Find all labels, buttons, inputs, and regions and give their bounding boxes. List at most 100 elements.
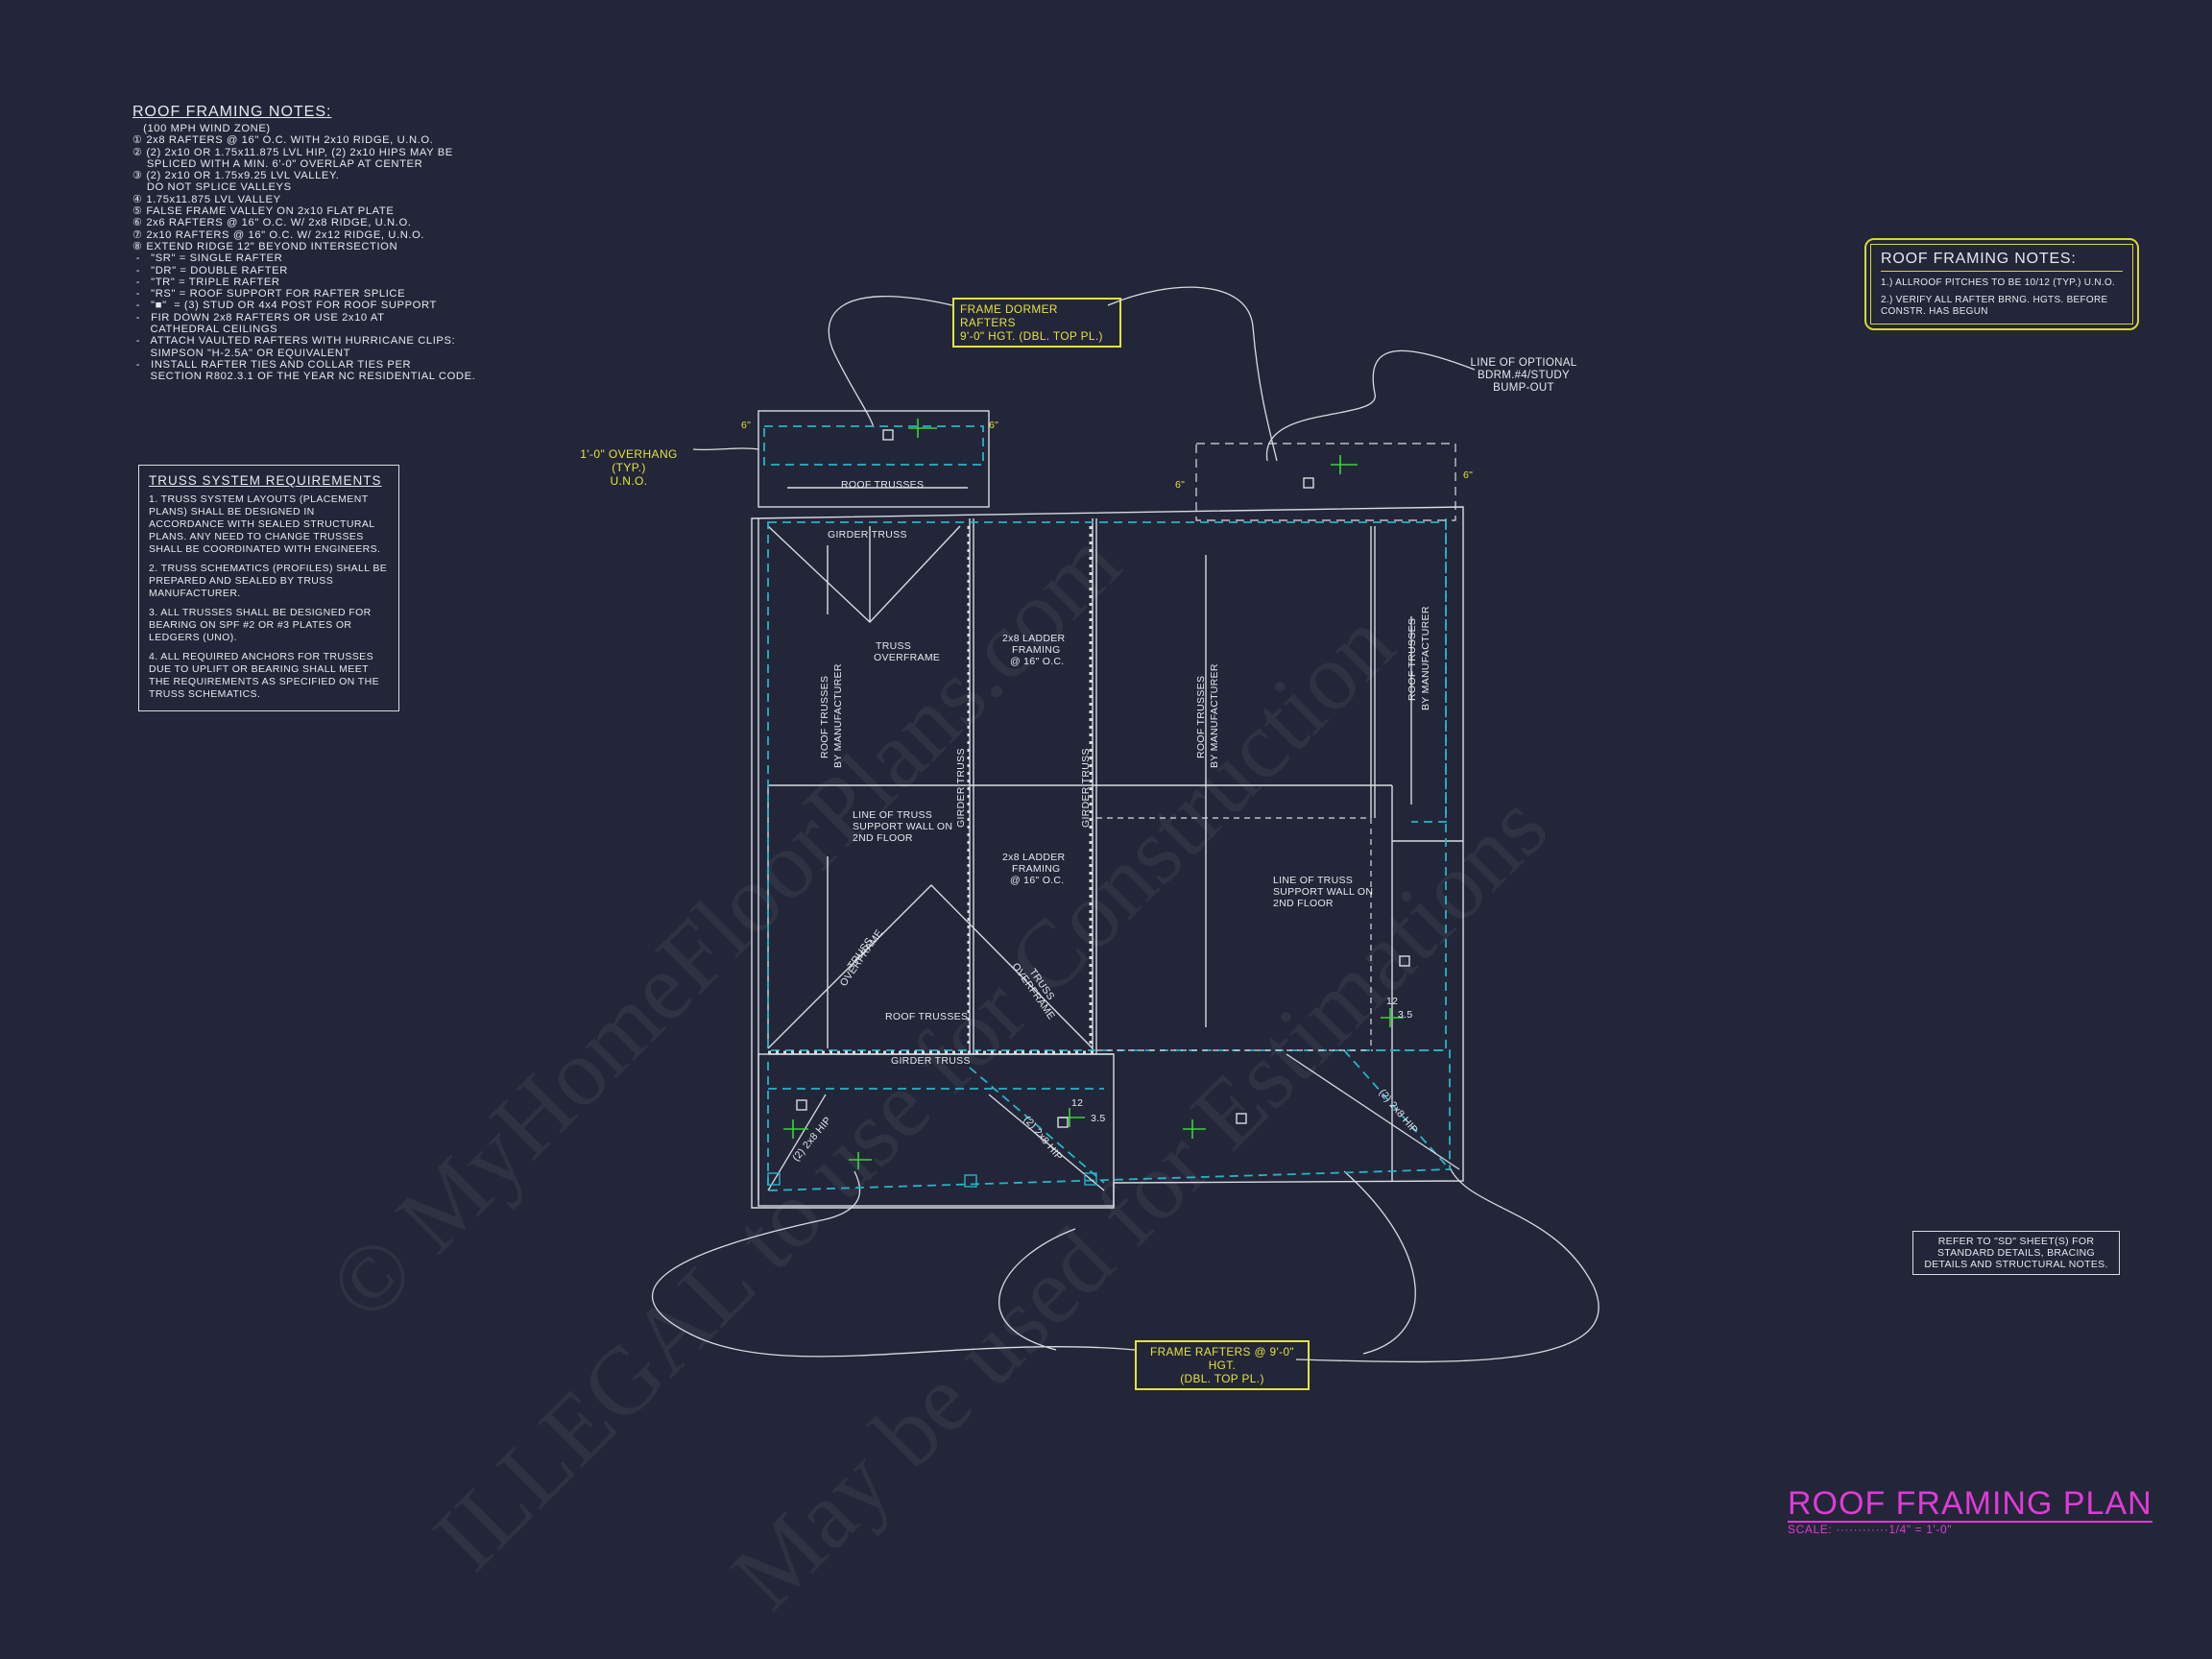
- support-wall-label-1c: 2ND FLOOR: [853, 832, 913, 844]
- overhang-leader: [692, 447, 759, 451]
- right-note-1: 1.) ALLROOF PITCHES TO BE 10/12 (TYP.) U…: [1881, 277, 2116, 288]
- note-line: ⑦ 2x10 RAFTERS @ 16" O.C. W/ 2x12 RIDGE,…: [132, 228, 425, 241]
- truss-requirements-title: TRUSS SYSTEM REQUIREMENTS: [149, 473, 382, 488]
- truss-requirement-4: 4. ALL REQUIRED ANCHORS FOR TRUSSES DUE …: [149, 651, 379, 700]
- by-manufacturer-2a: ROOF TRUSSES: [1195, 676, 1207, 758]
- pitch-marker: [1331, 455, 1358, 474]
- right-notes-title: ROOF FRAMING NOTES:: [1881, 251, 2123, 272]
- support-wall-label-1b: SUPPORT WALL ON: [853, 821, 952, 832]
- pitch-marker: [908, 419, 937, 438]
- note-line: - INSTALL RAFTER TIES AND COLLAR TIES PE…: [132, 358, 412, 371]
- pitch-marker: [1183, 1119, 1206, 1139]
- six-inch-label-4: 6": [1463, 469, 1473, 481]
- frame-dormer-rafters-callout: FRAME DORMER RAFTERS 9'-0" HGT. (DBL. TO…: [952, 298, 1121, 348]
- lower-left-wing: [757, 1053, 1115, 1207]
- note-line: ③ (2) 2x10 OR 1.75x9.25 LVL VALLEY.: [132, 170, 340, 182]
- girder-truss-label-top: GIRDER TRUSS: [828, 529, 907, 541]
- dormer-leader-right: [1107, 286, 1278, 462]
- refer-sd-sheet-note: REFER TO "SD" SHEET(S) FOR STANDARD DETA…: [1912, 1231, 2120, 1275]
- post-marker: [1057, 1117, 1069, 1128]
- note-line: ⑧ EXTEND RIDGE 12" BEYOND INTERSECTION: [132, 240, 398, 252]
- pitch-marker: [849, 1152, 872, 1169]
- support-wall-label-2c: 2ND FLOOR: [1273, 898, 1334, 909]
- truss-requirement-2: 2. TRUSS SCHEMATICS (PROFILES) SHALL BE …: [149, 563, 388, 599]
- post-marker: [1084, 1172, 1097, 1186]
- ladder-label-1a: 2x8 LADDER: [1002, 633, 1066, 644]
- girder-truss-vertical-2: GIRDER TRUSS: [1080, 748, 1092, 828]
- girder-truss-label-bottom: GIRDER TRUSS: [891, 1055, 971, 1067]
- lower-overhang: [767, 1049, 1451, 1191]
- dormer-leader: [828, 296, 953, 428]
- notes-title: ROOF FRAMING NOTES:: [132, 104, 332, 120]
- by-manufacturer-1a: ROOF TRUSSES: [819, 676, 830, 758]
- post-marker: [1399, 955, 1410, 967]
- post-marker: [882, 429, 894, 441]
- note-line: DO NOT SPLICE VALLEYS: [132, 181, 292, 194]
- ladder-label-2b: FRAMING: [1012, 863, 1061, 875]
- post-marker: [1303, 477, 1314, 489]
- truss-requirement-3: 3. ALL TRUSSES SHALL BE DESIGNED FOR BEA…: [149, 607, 372, 643]
- note-line: ⑥ 2x6 RAFTERS @ 16" O.C. W/ 2x8 RIDGE, U…: [132, 217, 412, 229]
- truss-overframe-diag-2: OVERFRAME: [838, 927, 886, 989]
- by-manufacturer-3b: BY MANUFACTURER: [1420, 606, 1431, 710]
- six-inch-label-1: 6": [741, 420, 751, 431]
- note-line: (100 MPH WIND ZONE): [132, 123, 271, 134]
- note-line: - "■" = (3) STUD OR 4x4 POST FOR ROOF SU…: [132, 300, 437, 312]
- refer-line-1: REFER TO "SD" SHEET(S) FOR: [1937, 1236, 2095, 1247]
- note-line: SIMPSON "H-2.5A" OR EQUIVALENT: [132, 347, 351, 359]
- ladder-label-1c: @ 16" O.C.: [1010, 656, 1064, 667]
- right-note-2: 2.) VERIFY ALL RAFTER BRNG. HGTS. BEFORE…: [1881, 295, 2108, 317]
- by-manufacturer-2b: BY MANUFACTURER: [1209, 663, 1220, 768]
- truss-overframe-label-2: OVERFRAME: [874, 652, 940, 663]
- ladder-label-2a: 2x8 LADDER: [1002, 852, 1066, 863]
- note-line: ① 2x8 RAFTERS @ 16" O.C. WITH 2x10 RIDGE…: [132, 134, 434, 147]
- girder-truss-triangle-bottom: [767, 884, 1094, 1049]
- bumpout-overhang: [1195, 443, 1456, 521]
- girder-truss-vertical-1: GIRDER TRUSS: [955, 748, 967, 828]
- optional-line-2: BDRM.#4/STUDY: [1478, 370, 1570, 381]
- refer-line-3: DETAILS AND STRUCTURAL NOTES.: [1924, 1259, 2108, 1270]
- post-marker: [796, 1099, 807, 1111]
- note-line: ⑤ FALSE FRAME VALLEY ON 2x10 FLAT PLATE: [132, 205, 395, 218]
- notes-list: (100 MPH WIND ZONE)① 2x8 RAFTERS @ 16" O…: [132, 123, 497, 383]
- six-inch-label-3: 6": [1175, 479, 1185, 491]
- ladder-label-1b: FRAMING: [1012, 644, 1061, 656]
- by-manufacturer-1b: BY MANUFACTURER: [832, 663, 844, 768]
- note-line: ② (2) 2x10 OR 1.75x11.875 LVL HIP, (2) 2…: [132, 146, 453, 158]
- pitch-35-label-1: 3.5: [1398, 1009, 1413, 1021]
- note-line: - "TR" = TRIPLE RAFTER: [132, 276, 280, 288]
- frame-callout-line-2: (DBL. TOP PL.): [1180, 1372, 1264, 1385]
- refer-line-2: STANDARD DETAILS, BRACING: [1936, 1247, 2096, 1259]
- roof-trusses-label-bottom: ROOF TRUSSES: [885, 1011, 968, 1022]
- hip-label-1: (2) 2x8 HIP: [790, 1115, 833, 1164]
- support-wall-label-2a: LINE OF TRUSS: [1273, 875, 1353, 886]
- optional-line-1: LINE OF OPTIONAL: [1470, 357, 1577, 369]
- note-line: - FIR DOWN 2x8 RAFTERS OR USE 2x10 AT: [132, 311, 385, 324]
- overhang-callout: 1'-0" OVERHANG (TYP.) U.N.O.: [566, 447, 691, 488]
- by-manufacturer-3a: ROOF TRUSSES: [1407, 618, 1418, 701]
- post-marker: [767, 1172, 781, 1186]
- frame-rafters-callout: FRAME RAFTERS @ 9'-0" HGT. (DBL. TOP PL.…: [1135, 1340, 1310, 1390]
- overhang-line-2: U.N.O.: [610, 474, 648, 488]
- title-block: ROOF FRAMING PLAN SCALE: ············1/4…: [1788, 1486, 2152, 1536]
- note-line: SPLICED WITH A MIN. 6'-0" OVERLAP AT CEN…: [132, 157, 423, 170]
- pitch-12-label-2: 12: [1071, 1097, 1083, 1109]
- plan-title: ROOF FRAMING PLAN: [1788, 1485, 2152, 1523]
- pitch-marker: [783, 1119, 808, 1139]
- note-line: - "SR" = SINGLE RAFTER: [132, 252, 283, 265]
- roof-trusses-label-top: ROOF TRUSSES: [841, 479, 924, 491]
- optional-bumpout-callout: LINE OF OPTIONAL BDRM.#4/STUDY BUMP-OUT: [1452, 357, 1596, 395]
- dormer-callout-line-1: FRAME DORMER RAFTERS: [960, 302, 1058, 329]
- pitch-12-label-1: 12: [1386, 996, 1398, 1007]
- dormer-top-left: [757, 410, 990, 508]
- frame-rafters-leader-3: [998, 1228, 1076, 1351]
- truss-system-requirements: TRUSS SYSTEM REQUIREMENTS 1. TRUSS SYSTE…: [138, 465, 399, 711]
- dormer-callout-line-2: 9'-0" HGT. (DBL. TOP PL.): [960, 329, 1103, 343]
- truss-overframe-label-1: TRUSS: [876, 640, 911, 652]
- note-line: SECTION R802.3.1 OF THE YEAR NC RESIDENT…: [132, 371, 476, 383]
- dormer-overhang: [763, 425, 984, 466]
- truss-requirement-1: 1. TRUSS SYSTEM LAYOUTS (PLACEMENT PLANS…: [149, 493, 381, 555]
- pitch-marker: [1381, 1008, 1404, 1027]
- six-inch-label-2: 6": [989, 420, 998, 431]
